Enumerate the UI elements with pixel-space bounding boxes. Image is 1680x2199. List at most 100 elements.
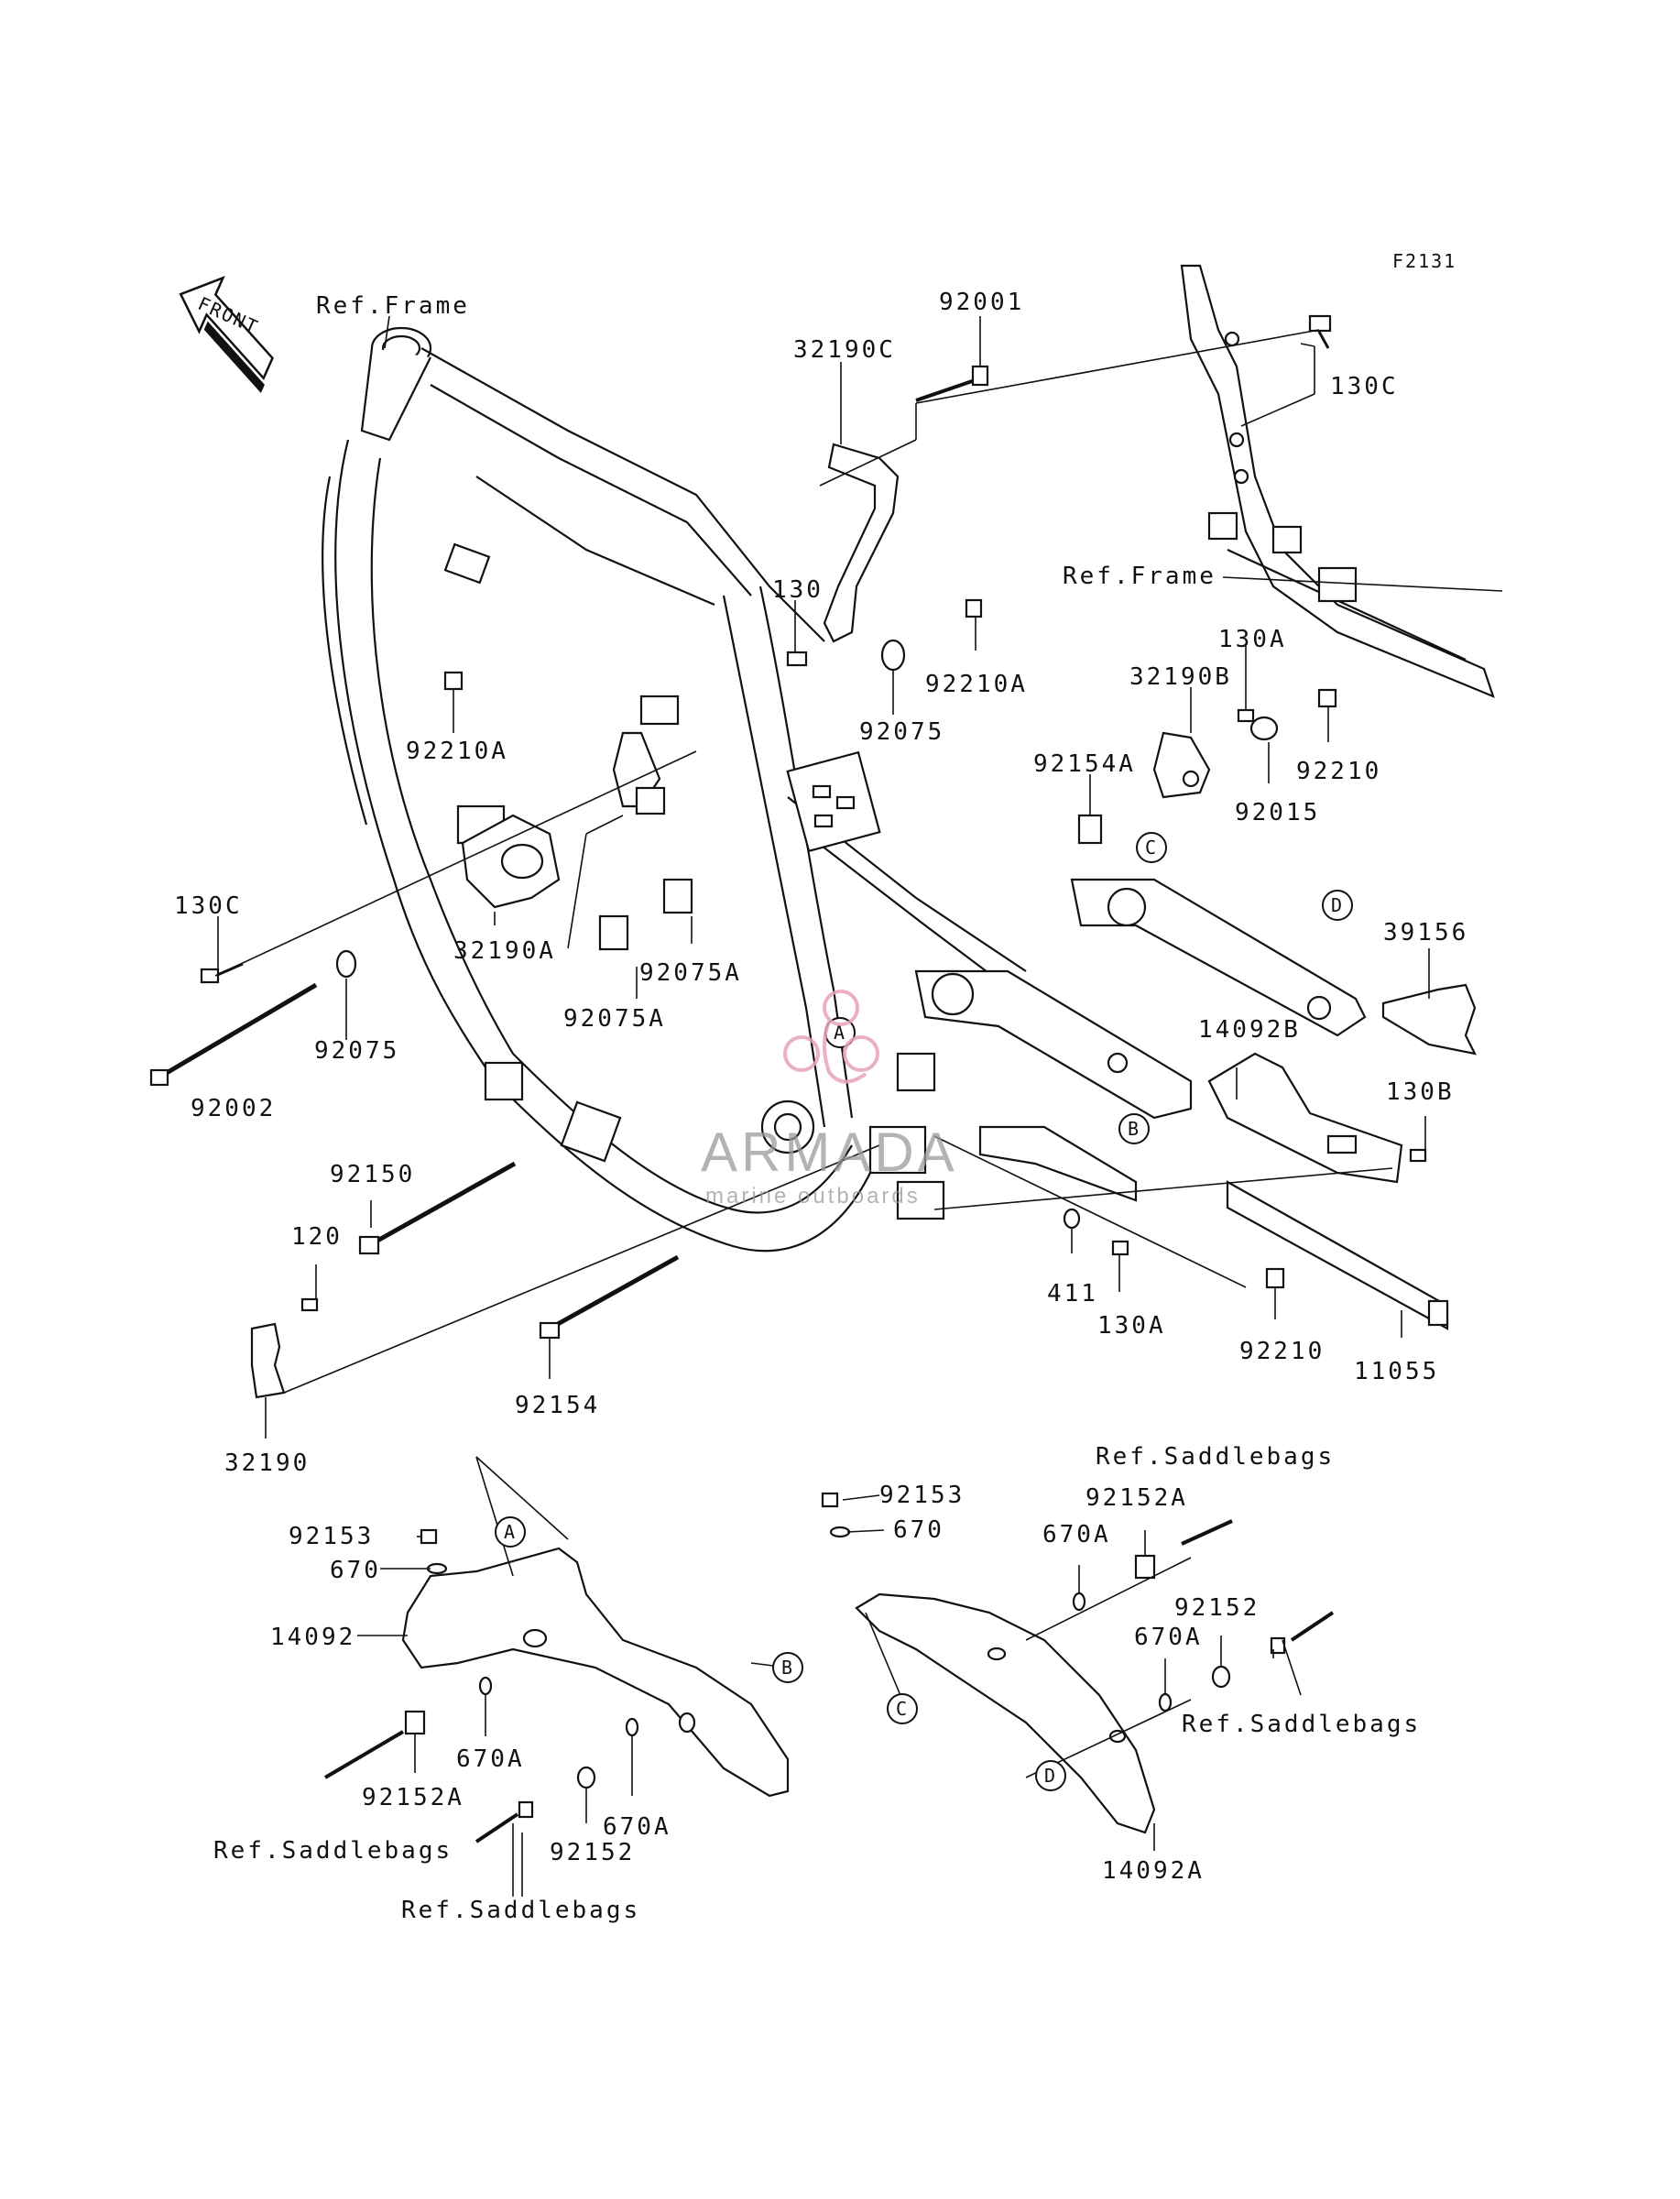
part-92150-rod [358,1161,517,1255]
label-14092A: 14092A [1102,1857,1205,1885]
part-670A-grommet-right2 [1158,1692,1173,1712]
part-32190C-bracket [823,443,900,643]
callout-b-cover: B [772,1652,803,1683]
part-120-bolt [300,1297,319,1312]
svg-text:C: C [1145,837,1156,859]
main-frame [322,326,1036,1253]
ref-saddlebags-1: Ref.Saddlebags [213,1837,453,1865]
label-32190: 32190 [224,1450,310,1477]
label-92015: 92015 [1235,799,1320,826]
svg-text:A: A [834,1022,845,1044]
part-92210A-nut-mid [965,598,983,618]
callout-d-frame: D [1322,890,1353,921]
svg-text:A: A [504,1521,515,1543]
label-411: 411 [1047,1280,1098,1307]
label-130A-top: 130A [1218,626,1287,653]
callout-c-cover: C [887,1693,918,1724]
svg-text:B: B [1128,1118,1139,1140]
part-411-washer [1063,1208,1081,1230]
part-130B-bolt [1409,1148,1427,1163]
label-32190C: 32190C [793,336,896,364]
label-670A-right2: 670A [1134,1624,1203,1651]
part-92015-bushing [1249,716,1279,741]
label-92153-right: 92153 [879,1482,965,1509]
label-130B: 130B [1386,1078,1455,1106]
callout-b-frame: B [1118,1113,1150,1144]
part-32190-bracket [250,1322,286,1399]
label-92210-bottom: 92210 [1239,1338,1325,1365]
part-92154A-spacer [1077,814,1103,845]
rear-frame-section [1180,264,1495,698]
leader-lines [214,315,1503,1897]
part-32190B-bracket [1152,731,1211,799]
part-92154-rod [539,1254,680,1340]
label-670-right: 670 [893,1516,944,1544]
label-92002: 92002 [191,1095,276,1122]
part-14092B-cover [1207,1052,1403,1184]
ref-saddlebags-3: Ref.Saddlebags [1096,1443,1335,1471]
ref-saddlebags-4: Ref.Saddlebags [1182,1711,1421,1738]
part-92210A-nut-left [443,671,464,691]
part-92075-washer-mid [880,639,906,672]
svg-text:B: B [781,1657,792,1679]
callout-a-frame: A [824,1017,856,1048]
label-14092: 14092 [270,1624,355,1651]
part-92152A-spacer-left [323,1710,426,1779]
label-14092B: 14092B [1198,1016,1301,1044]
label-92210A-left: 92210A [406,738,508,765]
part-92075A-bushings [598,786,693,951]
label-92075A-a: 92075A [639,959,742,987]
label-130C-top: 130C [1330,373,1399,400]
part-92210-nut-right [1317,688,1337,708]
ref-saddlebags-2: Ref.Saddlebags [401,1897,640,1924]
part-130A-bolt-top [1237,708,1255,723]
part-130-bolt [786,651,808,667]
label-670A-left: 670A [456,1745,525,1773]
label-92210A-mid: 92210A [925,671,1028,698]
svg-text:D: D [1044,1765,1055,1787]
label-130: 130 [772,576,824,604]
ref-frame-right-label: Ref.Frame [1063,563,1216,590]
part-14092-side-cover [401,1547,790,1798]
label-92152A-right: 92152A [1085,1484,1188,1512]
part-670A-grommet-right [1072,1592,1086,1612]
label-11055: 11055 [1354,1358,1439,1385]
ref-frame-left-label: Ref.Frame [316,292,470,320]
part-92001-bolt [915,365,989,402]
callout-c-frame: C [1136,832,1167,863]
label-92152-left: 92152 [550,1839,635,1866]
label-92154: 92154 [515,1392,600,1419]
part-92152A-spacer-right [1134,1519,1233,1580]
label-92075-mid: 92075 [859,718,944,746]
label-32190B: 32190B [1129,663,1232,691]
label-92152A-left: 92152A [362,1784,464,1811]
label-92075-left: 92075 [314,1037,399,1065]
part-92153-bolt-right [821,1492,839,1508]
swing-arm-region [914,878,1367,1202]
watermark-brand: ARMADA [701,1121,958,1183]
label-39156: 39156 [1383,919,1468,946]
label-670A-right: 670A [1042,1521,1111,1548]
label-92153-left: 92153 [289,1523,374,1550]
label-120: 120 [291,1223,343,1251]
part-92210-nut-bottom [1265,1267,1285,1289]
callout-d-cover: D [1035,1760,1066,1791]
label-92152-right: 92152 [1174,1594,1260,1622]
svg-text:C: C [896,1698,907,1720]
part-92075-washer-left [335,949,357,979]
part-92153-bolt-left [420,1528,438,1545]
watermark-logo [783,990,879,1084]
part-670A-grommet-left2 [625,1717,639,1737]
part-11055-bracket [1226,1180,1449,1330]
part-14092A-side-cover [855,1592,1156,1834]
label-92001: 92001 [939,289,1024,316]
part-130A-bolt-bottom [1111,1240,1129,1256]
watermark-tagline: marine outboards [705,1184,921,1209]
front-arrow-icon [179,276,274,394]
label-130A-bottom: 130A [1097,1312,1166,1340]
label-670A-left2: 670A [603,1813,671,1841]
label-92150: 92150 [330,1161,415,1188]
part-92152-spacer-left [475,1766,596,1843]
part-670-washer-right [829,1526,851,1538]
